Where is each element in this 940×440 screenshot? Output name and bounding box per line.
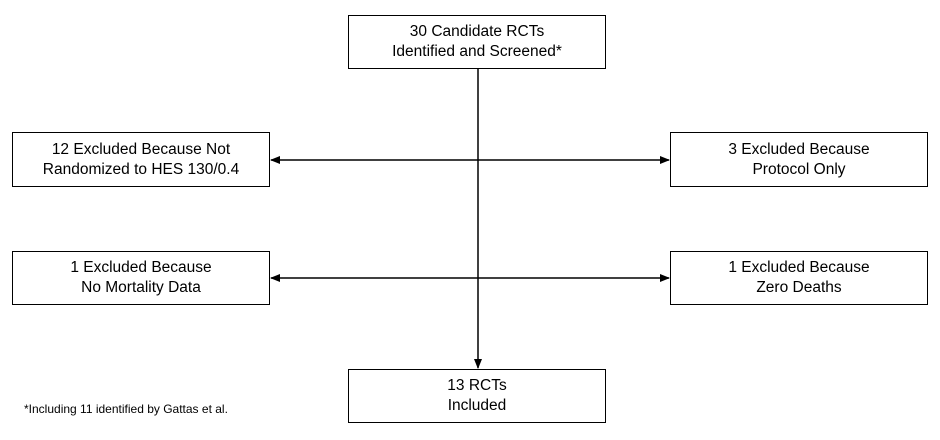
- box-excluded-no-mortality-data: 1 Excluded Because No Mortality Data: [12, 251, 270, 305]
- box-excluded-not-randomized: 12 Excluded Because Not Randomized to HE…: [12, 132, 270, 187]
- box-excluded-no-mortality-data-line2: No Mortality Data: [81, 279, 201, 296]
- box-excluded-zero-deaths-line1: 1 Excluded Because: [728, 259, 870, 276]
- box-rcts-included-line1: 13 RCTs: [447, 377, 507, 394]
- box-candidate-rcts-line2: Identified and Screened*: [392, 43, 562, 60]
- box-rcts-included-line2: Included: [447, 397, 507, 414]
- box-excluded-protocol-only-line1: 3 Excluded Because: [728, 140, 870, 158]
- box-excluded-protocol-only-line2: Protocol Only: [752, 160, 846, 178]
- box-excluded-not-randomized-line1: 12 Excluded Because Not: [51, 140, 231, 158]
- box-candidate-rcts: 30 Candidate RCTs Identified and Screene…: [348, 15, 606, 69]
- box-rcts-included: 13 RCTs Included: [348, 369, 606, 423]
- box-excluded-zero-deaths-line2: Zero Deaths: [756, 279, 842, 296]
- box-excluded-no-mortality-data-line1: 1 Excluded Because: [70, 259, 212, 276]
- box-excluded-protocol-only: 3 Excluded Because Protocol Only: [670, 132, 928, 187]
- box-excluded-zero-deaths: 1 Excluded Because Zero Deaths: [670, 251, 928, 305]
- footnote: *Including 11 identified by Gattas et al…: [24, 402, 228, 416]
- box-excluded-not-randomized-line2: Randomized to HES 130/0.4: [42, 160, 240, 178]
- box-candidate-rcts-line1: 30 Candidate RCTs: [409, 23, 545, 40]
